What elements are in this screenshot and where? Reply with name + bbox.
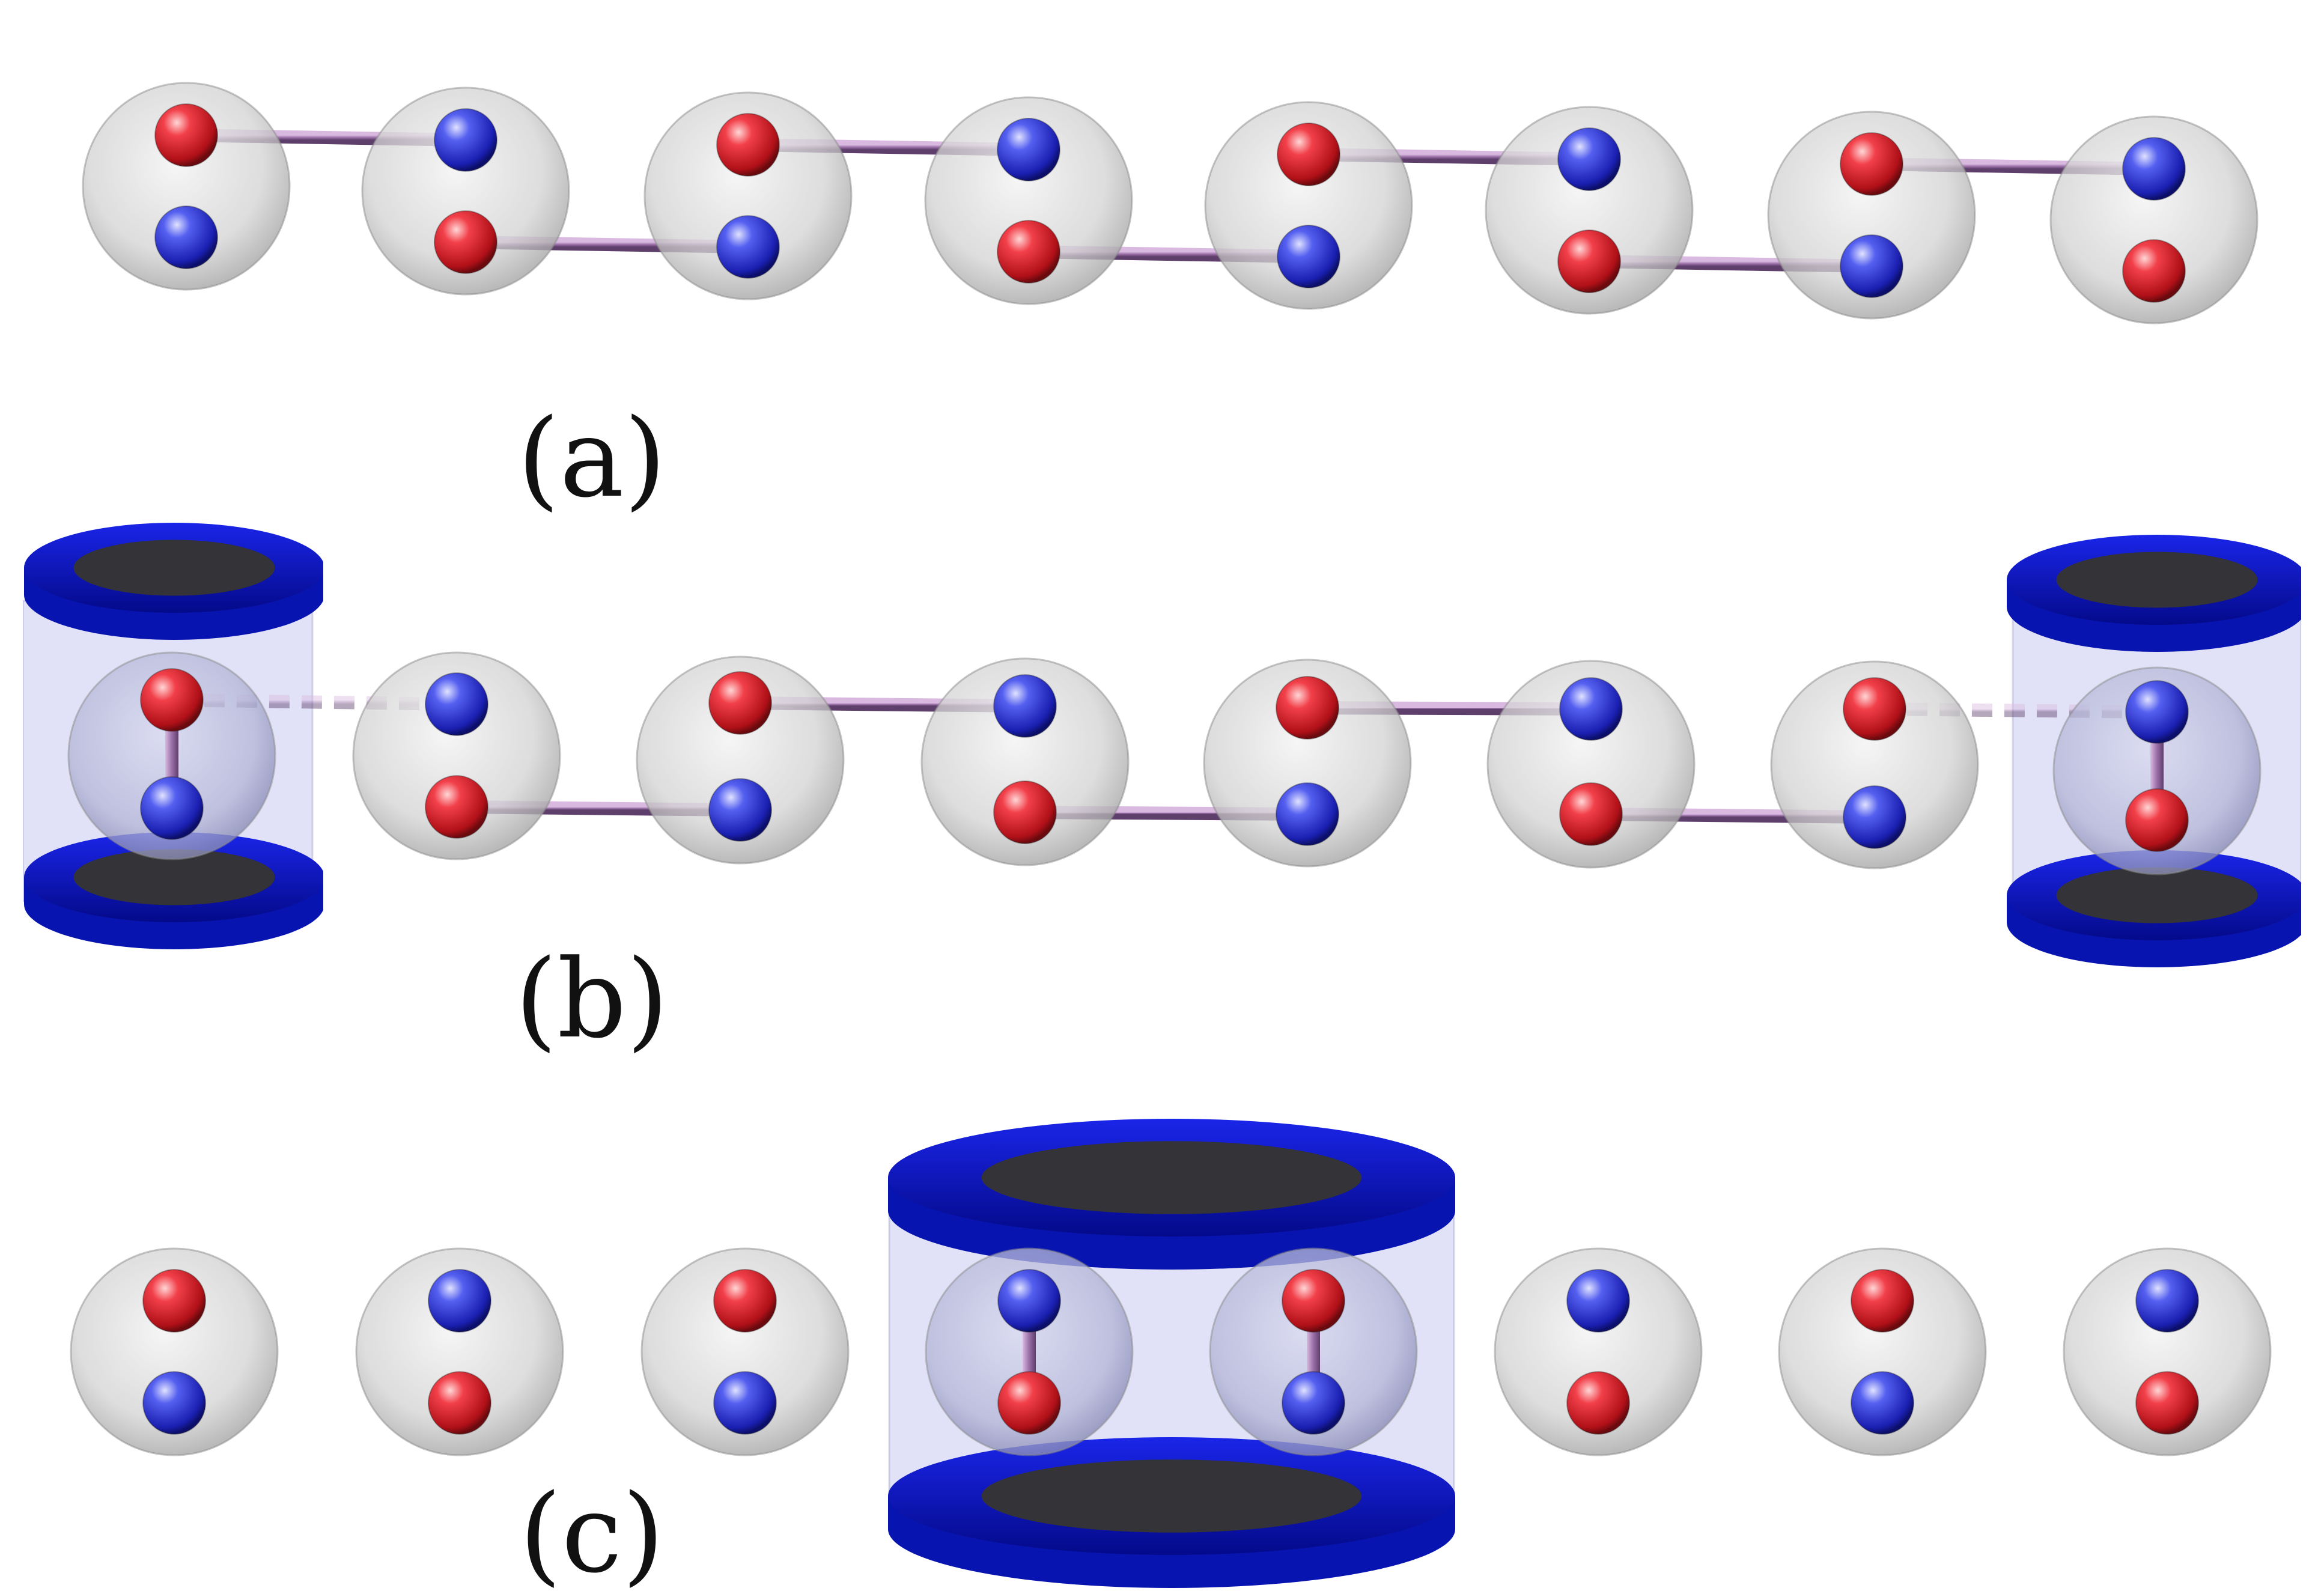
blue-atom: [713, 1371, 777, 1435]
red-atom: [1557, 230, 1621, 293]
site-shell: [2049, 115, 2259, 324]
site-shell: [361, 87, 570, 296]
blue-atom: [154, 205, 218, 269]
blue-atom: [1851, 1371, 1914, 1435]
panel-b: [67, 651, 2262, 875]
red-atom: [716, 113, 780, 177]
red-atom: [1276, 676, 1339, 740]
red-atom: [1277, 123, 1340, 186]
red-atom: [434, 210, 497, 274]
site-shell: [920, 657, 1130, 866]
blue-atom: [1282, 1371, 1345, 1435]
blue-atom: [1559, 677, 1623, 741]
cavity-mirror: [981, 1459, 1362, 1533]
panel-c-cavity: [888, 1119, 1455, 1588]
blue-atom: [1840, 234, 1903, 298]
blue-atom: [2125, 680, 2189, 744]
cavity-mirror: [2056, 867, 2258, 923]
panel-label-c: (c): [519, 1471, 664, 1594]
red-atom: [154, 103, 218, 167]
red-atom: [1559, 782, 1623, 846]
site-shell: [70, 1247, 279, 1456]
site-shell: [82, 82, 291, 291]
site-shell: [352, 651, 561, 860]
blue-atom: [997, 1269, 1061, 1333]
site-shell: [355, 1247, 564, 1456]
panel-c: [70, 1247, 2272, 1456]
site-shell: [636, 656, 845, 865]
blue-atom: [434, 108, 497, 172]
site-shell: [1778, 1247, 1987, 1456]
cavity-mirror: [73, 849, 275, 905]
red-atom: [2125, 788, 2189, 852]
blue-atom: [1566, 1269, 1630, 1333]
red-atom: [997, 1371, 1061, 1435]
red-atom: [1851, 1269, 1914, 1333]
site-shell: [1485, 106, 1694, 315]
blue-atom: [140, 776, 204, 840]
red-atom: [997, 220, 1060, 284]
red-atom: [2122, 239, 2186, 303]
site-shell: [1486, 660, 1696, 869]
red-atom: [1840, 132, 1903, 196]
red-atom: [1566, 1371, 1630, 1435]
blue-atom: [716, 215, 780, 279]
red-atom: [425, 775, 488, 839]
red-atom: [140, 668, 204, 732]
site-shell: [640, 1247, 850, 1456]
blue-atom: [428, 1269, 491, 1333]
panel-a: [82, 82, 2259, 324]
cavity-mirror: [73, 540, 275, 596]
blue-atom: [2122, 137, 2186, 201]
blue-atom: [993, 674, 1057, 738]
panel-label-a: (a): [517, 396, 666, 522]
red-atom: [1843, 677, 1906, 741]
red-atom: [1282, 1269, 1345, 1333]
site-shell: [1770, 660, 1979, 869]
red-atom: [713, 1269, 777, 1333]
cavity-mirror: [2056, 552, 2258, 608]
blue-atom: [1276, 782, 1339, 846]
blue-atom: [142, 1371, 206, 1435]
site-shell: [1204, 101, 1413, 310]
blue-atom: [708, 778, 772, 842]
blue-atom: [425, 672, 488, 736]
red-atom: [2135, 1371, 2199, 1435]
red-atom: [142, 1269, 206, 1333]
site-shell: [643, 91, 853, 300]
blue-atom: [1277, 225, 1340, 288]
blue-atom: [2135, 1269, 2199, 1333]
cavity-mirror: [981, 1141, 1362, 1214]
site-shell: [2063, 1247, 2272, 1456]
red-atom: [428, 1371, 491, 1435]
red-atom: [993, 780, 1057, 844]
blue-atom: [997, 118, 1060, 181]
panel-label-b: (b): [515, 937, 669, 1062]
red-atom: [708, 671, 772, 735]
site-shell: [1494, 1247, 1703, 1456]
blue-atom: [1557, 127, 1621, 191]
site-shell: [1767, 111, 1976, 320]
site-shell: [1203, 659, 1412, 868]
site-shell: [924, 96, 1133, 305]
blue-atom: [1843, 785, 1906, 849]
